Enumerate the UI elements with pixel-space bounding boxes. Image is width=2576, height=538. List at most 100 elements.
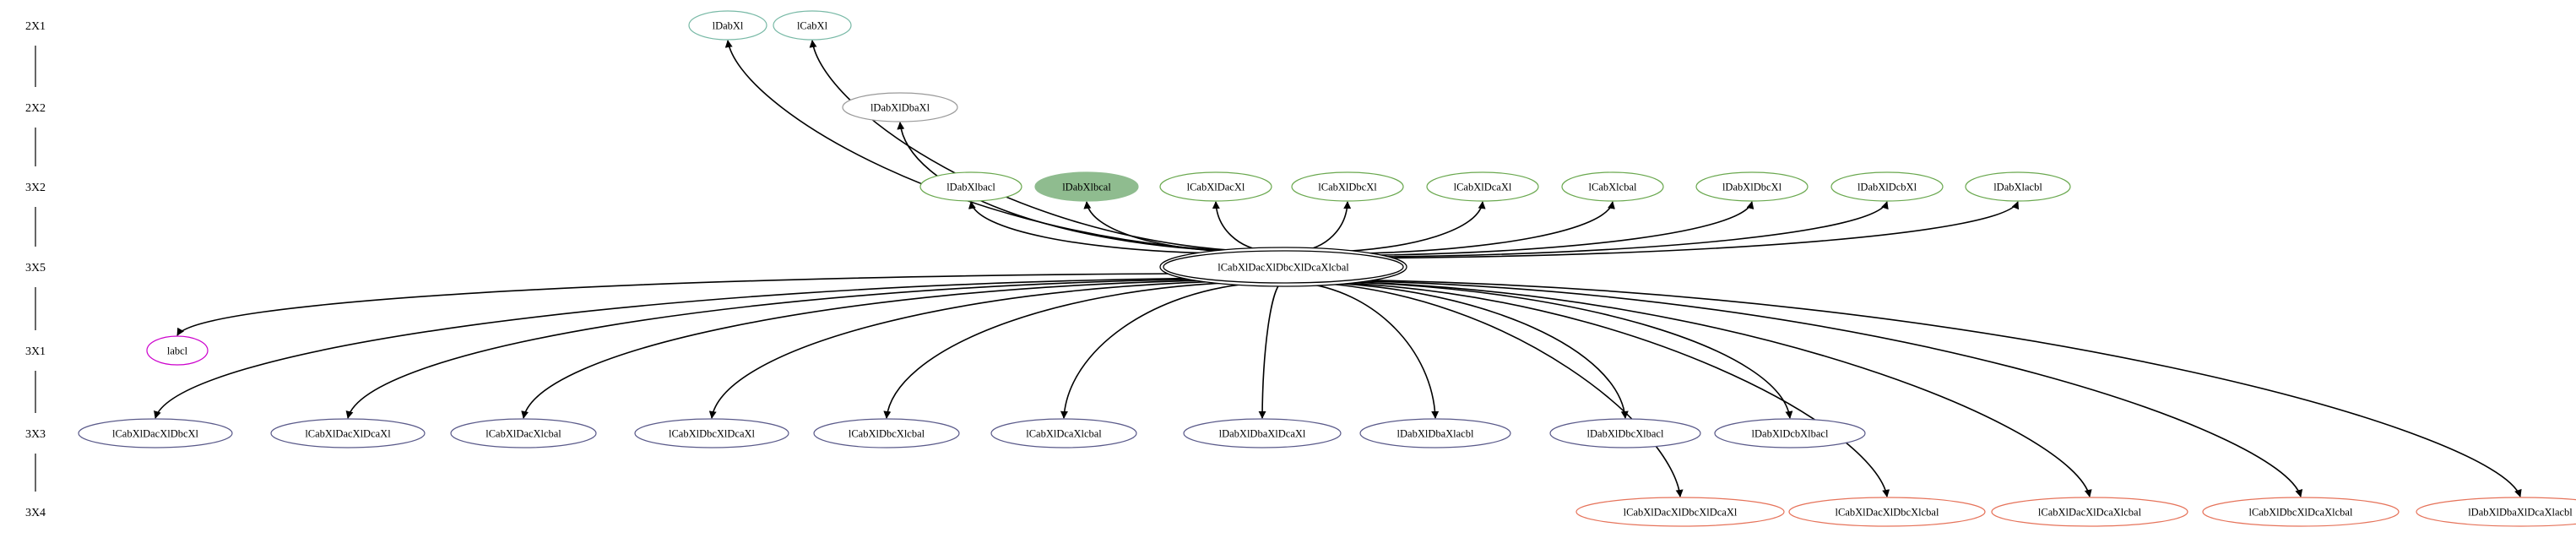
graph-node[interactable]: lDabXl [688,10,767,41]
center-node-inner-ring [1163,250,1404,284]
node-label: lDabXlDbcXl [1722,182,1782,193]
node-label: lCabXlDacXlDcaXl [305,428,391,440]
node-shape [1714,418,1866,448]
node-shape [1183,418,1342,448]
node-label: lDabXlDbaXlacbl [1397,428,1474,440]
node-shape [813,418,960,448]
graph-node[interactable]: lDabXlDbaXl [842,92,958,122]
edge-to-n15 [521,280,1217,419]
node-label: lDabXlDcbXl [1857,182,1917,193]
node-shape [990,418,1137,448]
center-node-label: lCabXlDacXlDbcXlDcaXlcbal [1217,262,1349,274]
node-shape [1965,171,2071,202]
graph-node[interactable]: lDabXlDcbXlbacl [1714,418,1866,448]
edge-to-n6 [1299,201,1352,252]
node-label: lDabXlDbaXlDcaXlacbl [2468,507,2573,519]
edge-to-n17 [883,281,1244,419]
node-label: lDabXlbcal [1062,182,1111,193]
edge-to-n24 [1323,281,1890,497]
graph-node[interactable]: lCabXlDbcXlcbal [813,418,960,448]
graph-node[interactable]: lDabXlacbl [1965,171,2071,202]
graph-node[interactable]: lDabXlDcbXl [1830,171,1944,202]
rank-label-3x1: 3X1 [25,345,46,358]
nodes: lCabXlDacXlDbcXlDcaXlcbal lDabXl lCabXl lDa… [78,10,2576,527]
node-shape [450,418,597,448]
node-label: lCabXlDcaXl [1454,182,1512,193]
graph-node[interactable]: lCabXlDacXlDcaXl [270,418,426,448]
graph-node[interactable]: lCabXlDacXlDbcXlcbal [1788,497,1986,527]
rank-label-3x2: 3X2 [25,182,46,194]
graph-node[interactable]: lDabXlDbaXlDcaXl [1183,418,1342,448]
node-shape [146,335,209,366]
node-shape [773,10,852,41]
node-label: lCabXlDacXlDbcXlDcaXl [1624,507,1738,519]
graph-node[interactable]: lCabXlDacXl [1159,171,1272,202]
edge-to-n18 [1060,281,1261,419]
graph-node[interactable]: lCabXlDacXlDbcXl [78,418,233,448]
node-shape [2416,497,2576,527]
graph-node[interactable]: lCabXl [773,10,852,41]
node-shape [919,171,1022,202]
node-label: lCabXlDacXl [1187,182,1245,193]
edge-to-n21 [1318,281,1629,419]
edge-to-n12 [176,273,1175,336]
node-label: lCabXlDbcXlDcaXl [669,428,756,440]
graph-node[interactable]: lCabXlDcaXlcbal [990,418,1137,448]
node-shape [1830,171,1944,202]
edge-to-n19 [1258,282,1282,419]
edge-to-n0 [724,40,1246,253]
edge-to-n27 [1353,279,2522,497]
rank-label-2x2: 2X2 [25,102,46,115]
edge-to-n1 [809,40,1251,253]
graph-node[interactable]: lDabXlbacl [919,171,1022,202]
graph-node[interactable]: lCabXlcbal [1561,171,1664,202]
node-shape [1359,418,1511,448]
edge-to-n23 [1310,281,1684,497]
edge-to-n16 [708,280,1229,419]
node-shape [1561,171,1664,202]
graph-node[interactable]: lDabXlDbaXlDcaXlacbl [2416,497,2576,527]
graph-node[interactable]: lDabXlbcal [1034,171,1139,202]
graph-node[interactable]: lDabXlDbcXlbacl [1549,418,1701,448]
graph-node[interactable]: lCabXlDacXlDcaXlcbal [1991,497,2188,527]
node-label: lDabXlDbcXlbacl [1587,428,1664,440]
edge-to-n14 [345,278,1207,419]
node-label: lCabXl [797,20,828,32]
center-node[interactable]: lCabXlDacXlDbcXlDcaXlcbal [1159,247,1407,287]
graph-node[interactable]: lCabXlDcaXl [1426,171,1539,202]
node-label: lDabXlDbaXlDcaXl [1219,428,1306,440]
edge-to-n4 [1083,201,1239,253]
graph-node[interactable]: lCabXlDbcXl [1291,171,1404,202]
node-shape [2202,497,2400,527]
node-shape [842,92,958,122]
edge-to-n3 [968,201,1219,254]
node-label: lCabXlDbcXlDcaXlcbal [2249,507,2353,519]
node-shape [1549,418,1701,448]
node-label: lDabXlbacl [946,182,995,193]
edges [154,40,2522,497]
graph-node[interactable]: labcl [146,335,209,366]
node-shape [1788,497,1986,527]
edge-to-n13 [154,277,1199,419]
graph-node[interactable]: lDabXlDbaXlacbl [1359,418,1511,448]
graph-node[interactable]: lCabXlDacXlDbcXlDcaXl [1575,497,1785,527]
edge-to-n10 [1376,201,1889,258]
edge-to-n25 [1334,280,2092,497]
edge-to-n8 [1350,201,1615,255]
edge-to-n2 [897,122,1244,253]
node-shape [1159,171,1272,202]
rank-label-3x3: 3X3 [25,428,46,441]
graph-node[interactable]: lCabXlDbcXlDcaXlcbal [2202,497,2400,527]
graph-node[interactable]: lDabXlDbcXl [1695,171,1809,202]
node-label: labcl [167,345,188,357]
node-label: lDabXl [713,20,744,32]
graph-node[interactable]: lCabXlDbcXlDcaXl [634,418,789,448]
graph-node[interactable]: lCabXlDacXlcbal [450,418,597,448]
edge-to-n5 [1212,201,1267,252]
node-shape [1426,171,1539,202]
node-shape [1034,171,1139,202]
node-shape [78,418,233,448]
node-label: lCabXlDcaXlcbal [1026,428,1102,440]
node-label: lDabXlDcbXlbacl [1752,428,1829,440]
